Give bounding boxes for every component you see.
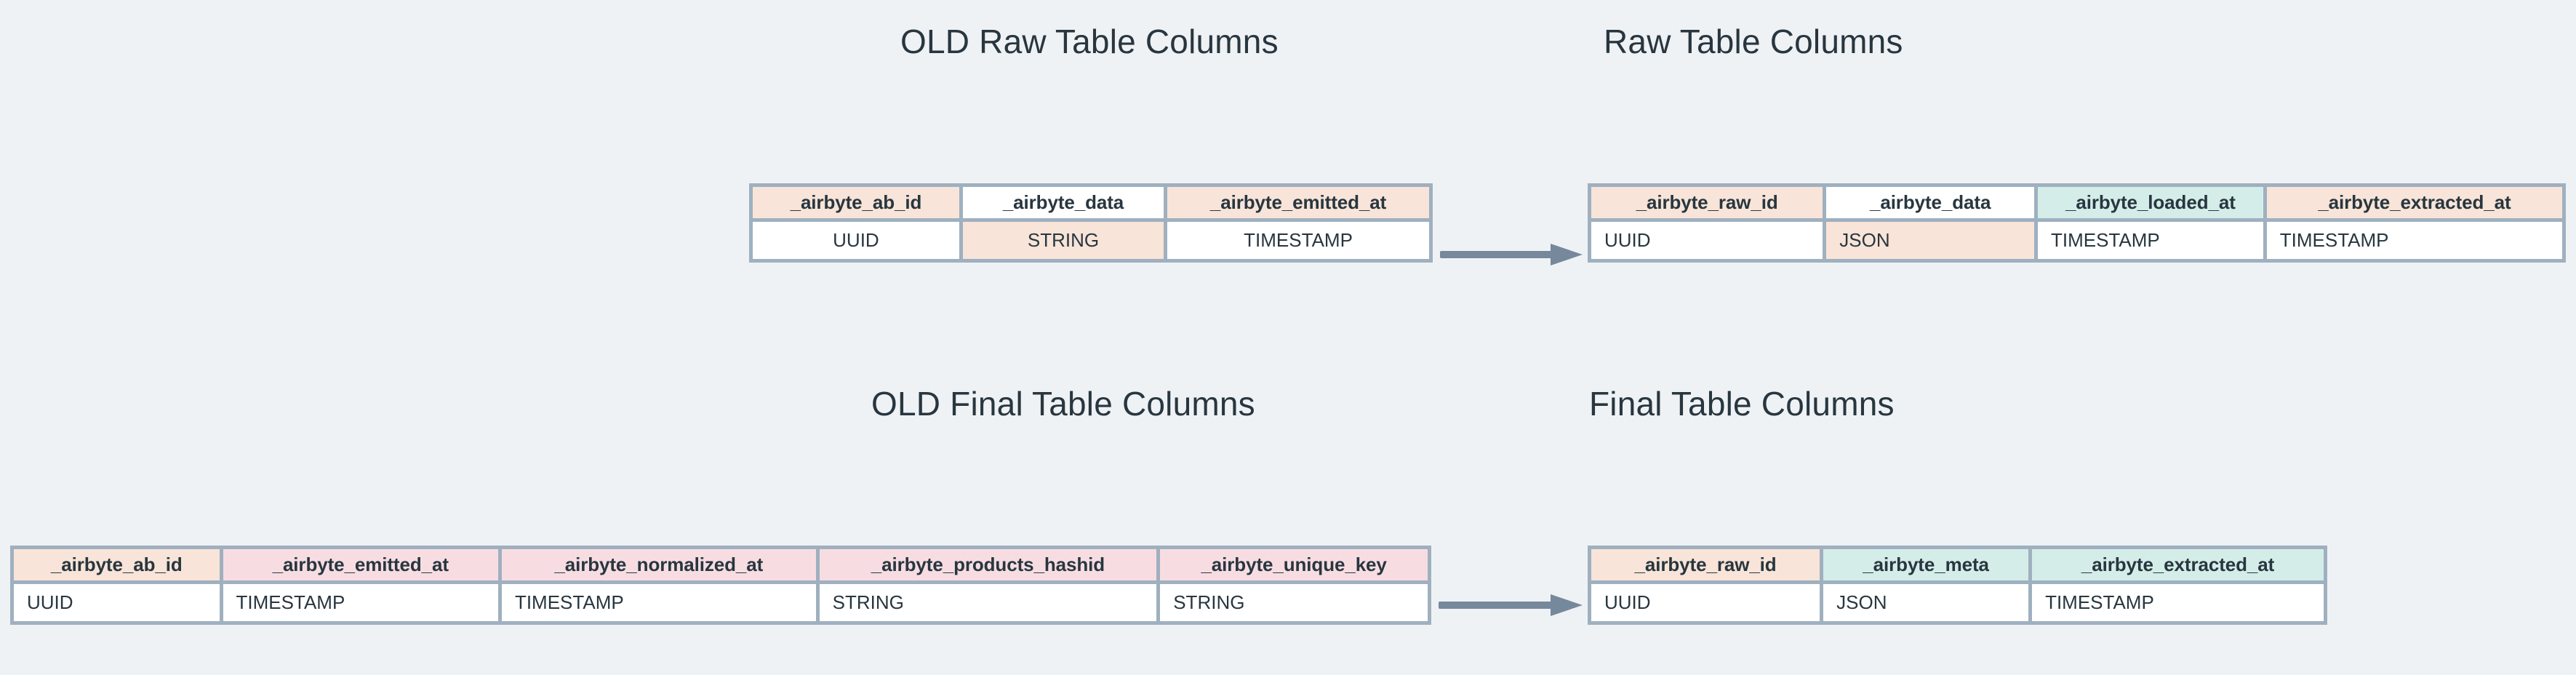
table-old-raw: _airbyte_ab_id_airbyte_data_airbyte_emit… (749, 183, 1433, 263)
table-header-row: _airbyte_raw_id_airbyte_data_airbyte_loa… (1587, 183, 2567, 222)
column-header-cell: _airbyte_ab_id (10, 546, 223, 584)
table-header-row: _airbyte_ab_id_airbyte_emitted_at_airbyt… (10, 546, 1431, 584)
table-new-raw: _airbyte_raw_id_airbyte_data_airbyte_loa… (1587, 183, 2567, 263)
table-header-row: _airbyte_raw_id_airbyte_meta_airbyte_ext… (1587, 546, 2327, 584)
column-type-cell: STRING (959, 218, 1168, 263)
column-header-cell: _airbyte_data (959, 183, 1168, 222)
column-header-cell: _airbyte_products_hashid (815, 546, 1161, 584)
column-type-cell: TIMESTAMP (497, 580, 820, 625)
column-type-cell: TIMESTAMP (2263, 218, 2567, 263)
column-type-cell: JSON (1823, 218, 2038, 263)
arrow-final-migration (1439, 593, 1583, 618)
column-type-cell: JSON (1820, 580, 2033, 625)
column-header-cell: _airbyte_extracted_at (2028, 546, 2327, 584)
arrow-raw-migration (1440, 242, 1583, 267)
column-type-cell: UUID (1587, 218, 1827, 263)
column-type-cell: UUID (10, 580, 223, 625)
title-raw-table-columns: Raw Table Columns (1604, 23, 1903, 60)
column-type-cell: UUID (1587, 580, 1824, 625)
column-header-cell: _airbyte_unique_key (1156, 546, 1431, 584)
column-type-cell: STRING (1156, 580, 1431, 625)
column-header-cell: _airbyte_extracted_at (2263, 183, 2567, 222)
column-type-cell: STRING (815, 580, 1161, 625)
column-header-cell: _airbyte_raw_id (1587, 183, 1827, 222)
column-header-cell: _airbyte_emitted_at (219, 546, 502, 584)
column-type-cell: TIMESTAMP (1164, 218, 1433, 263)
table-header-row: _airbyte_ab_id_airbyte_data_airbyte_emit… (749, 183, 1433, 222)
column-type-cell: UUID (749, 218, 963, 263)
column-header-cell: _airbyte_ab_id (749, 183, 963, 222)
title-final-table-columns: Final Table Columns (1589, 385, 1895, 423)
column-header-cell: _airbyte_data (1823, 183, 2038, 222)
title-old-raw-table-columns: OLD Raw Table Columns (900, 23, 1279, 60)
column-header-cell: _airbyte_normalized_at (497, 546, 820, 584)
column-type-cell: TIMESTAMP (2033, 218, 2267, 263)
column-type-cell: TIMESTAMP (2028, 580, 2327, 625)
table-old-final: _airbyte_ab_id_airbyte_emitted_at_airbyt… (10, 546, 1431, 625)
column-type-cell: TIMESTAMP (219, 580, 502, 625)
table-new-final: _airbyte_raw_id_airbyte_meta_airbyte_ext… (1587, 546, 2327, 625)
column-header-cell: _airbyte_raw_id (1587, 546, 1824, 584)
title-old-final-table-columns: OLD Final Table Columns (871, 385, 1255, 423)
column-header-cell: _airbyte_emitted_at (1164, 183, 1433, 222)
column-header-cell: _airbyte_loaded_at (2033, 183, 2267, 222)
column-header-cell: _airbyte_meta (1820, 546, 2033, 584)
